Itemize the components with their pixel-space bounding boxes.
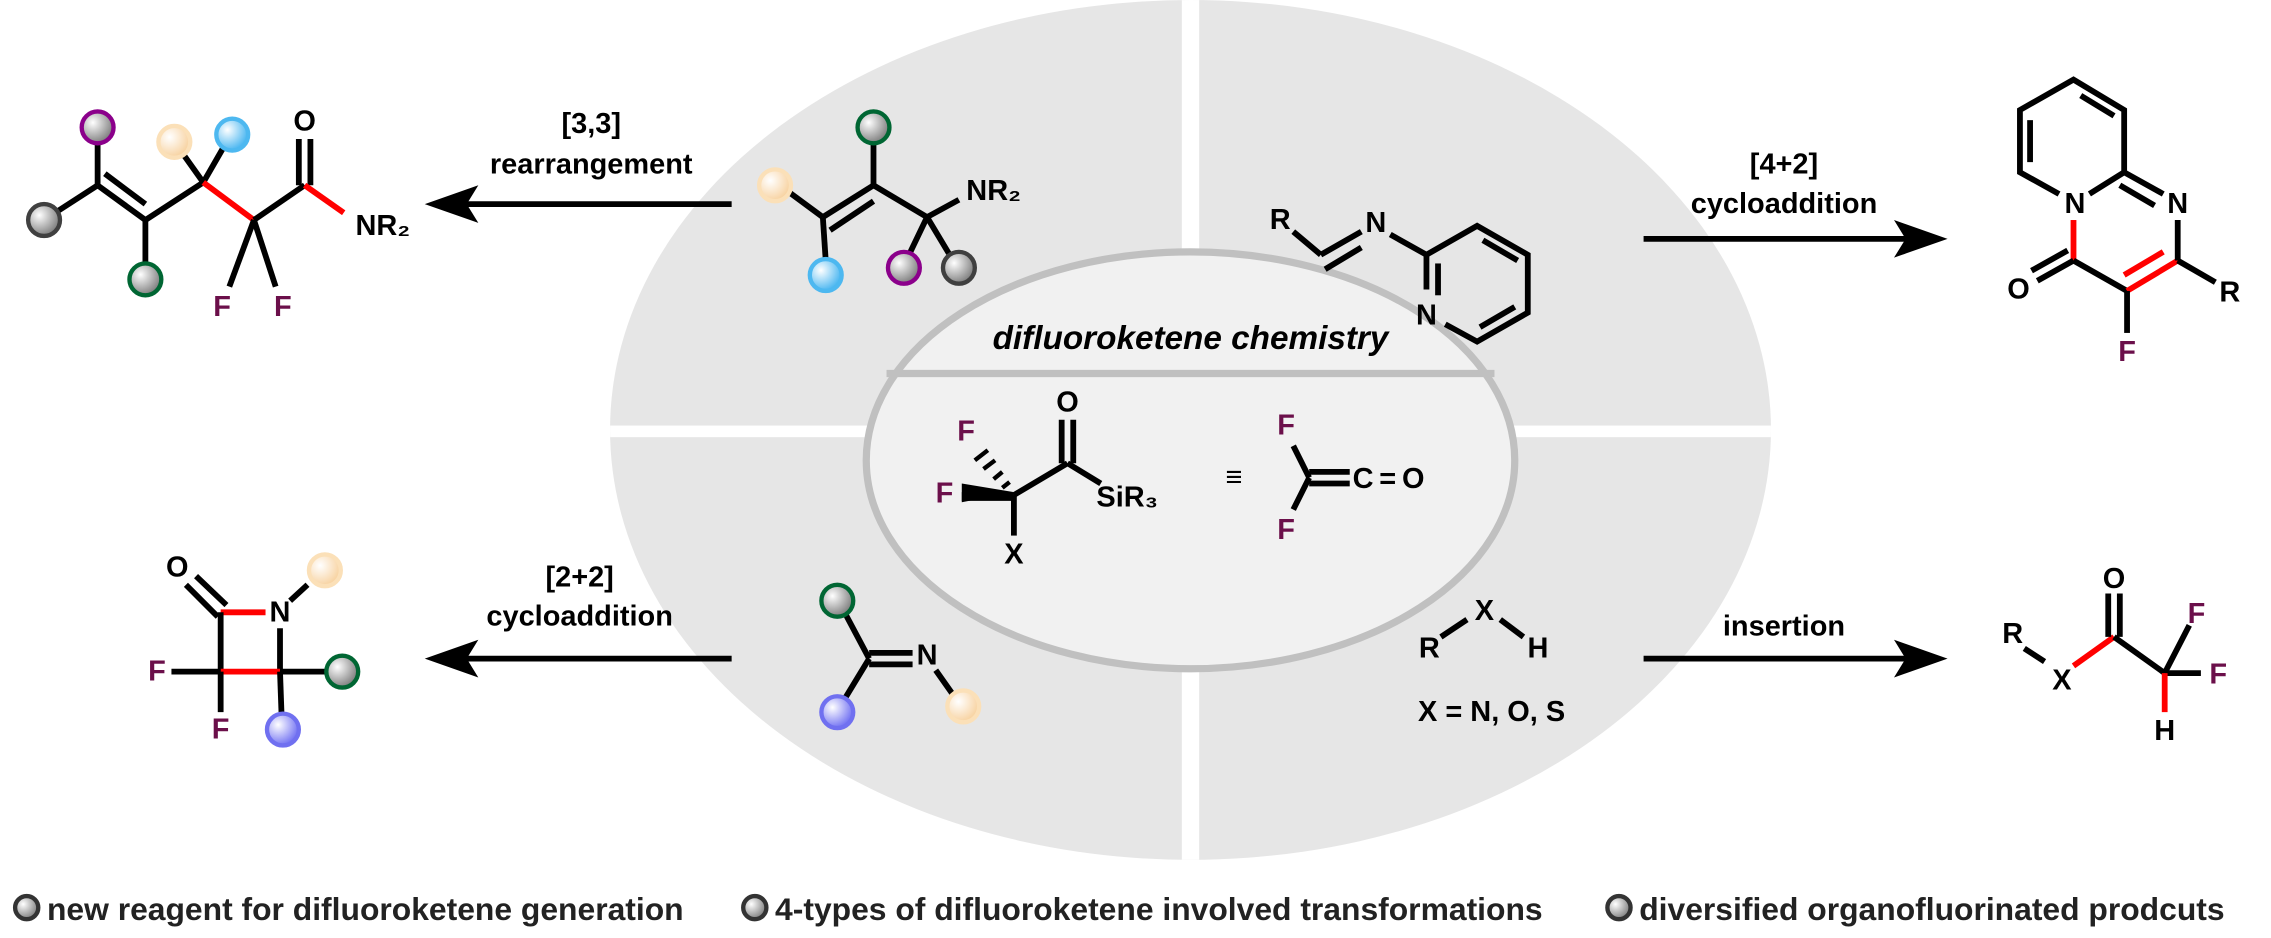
rxh-reactant: R X H X = N, O, S	[1418, 595, 1565, 728]
substituent-ball-blue	[214, 116, 251, 153]
rearrangement-arrow: [3,3] rearrangement	[424, 108, 732, 223]
nitrogen-label: N	[1365, 207, 1386, 239]
substituent-ball-green	[127, 261, 164, 298]
oxygen-label: O	[2007, 274, 2030, 306]
fluorine-label: F	[1277, 410, 1295, 442]
substituent-ball-purple	[885, 249, 922, 286]
substituent-ball-peach	[945, 688, 982, 725]
x-label: X	[1475, 595, 1495, 627]
substituent-ball-purple	[79, 109, 116, 146]
oxygen-label: O	[293, 106, 316, 138]
r-group-label: R	[2002, 618, 2023, 650]
reaction-label: [3,3]	[561, 108, 621, 140]
legend-item: 4-types of difluoroketene involved trans…	[741, 891, 1543, 927]
substituent-ball-dark	[25, 201, 63, 239]
substituent-ball-peach	[156, 123, 193, 160]
nitrogen-label: N	[917, 640, 938, 672]
nitrogen-label: N	[2167, 188, 2188, 220]
substituent-ball-violet	[819, 694, 856, 731]
r-group-label: R	[2219, 276, 2240, 308]
nitrogen-label: N	[270, 596, 291, 628]
cycloaddition-22-arrow: [2+2] cycloaddition	[424, 561, 732, 678]
legend-item: diversified organofluorinated prodcuts	[1605, 891, 2225, 927]
r-group-label: R	[1419, 632, 1440, 664]
substituent-ball-green	[855, 109, 892, 146]
nitrogen-label: N	[1416, 300, 1437, 332]
ketene-co-label: C=O	[1353, 463, 1431, 495]
bullet-icon	[741, 893, 769, 922]
center-ellipse: difluoroketene chemistry	[862, 248, 1519, 673]
hydrogen-label: H	[1527, 632, 1548, 664]
amine-label: NR₂	[355, 210, 410, 242]
cycloaddition-42-arrow: [4+2] cycloaddition	[1643, 149, 1948, 258]
substituent-ball-green	[324, 653, 361, 690]
oxygen-label: O	[2103, 563, 2126, 595]
hydrogen-label: H	[2154, 715, 2175, 747]
fluorine-label: F	[213, 291, 231, 323]
fluorine-label: F	[957, 415, 975, 447]
substituent-ball-blue	[807, 256, 844, 294]
fluorine-label: F	[2188, 598, 2206, 630]
allyl-amine-reactant: NR₂	[756, 109, 1021, 294]
reagent-structure: F F X O SiR₃ ≡ F F C=O	[936, 386, 1431, 570]
reaction-label: cycloaddition	[486, 600, 673, 632]
fluorine-label: F	[212, 714, 230, 746]
substituent-ball-peach	[756, 167, 794, 204]
legend-text: diversified organofluorinated prodcuts	[1639, 891, 2224, 927]
center-title: difluoroketene chemistry	[993, 320, 1390, 357]
legend-text: new reagent for difluoroketene generatio…	[47, 891, 684, 927]
legend: new reagent for difluoroketene generatio…	[12, 891, 2225, 927]
difluoroacetyl-product: R X O F F H	[2002, 563, 2227, 747]
fluorine-label: F	[936, 478, 954, 510]
r-group-label: R	[1270, 204, 1291, 236]
fluorine-label: F	[1277, 514, 1295, 546]
x-label: X	[1004, 538, 1024, 570]
imine-reactant: N	[819, 582, 982, 731]
substituent-ball-green	[819, 582, 856, 619]
fluorine-label: F	[2209, 659, 2227, 691]
fluorine-label: F	[274, 291, 292, 323]
oxygen-label: O	[166, 551, 189, 583]
bullet-icon	[12, 893, 41, 922]
reaction-label: [4+2]	[1750, 149, 1818, 181]
reaction-label: rearrangement	[490, 149, 693, 181]
beta-lactam-product: O N F F	[148, 551, 361, 748]
x-label: X	[2052, 664, 2072, 696]
insertion-arrow: insertion	[1643, 610, 1948, 678]
nitrogen-label: N	[2064, 188, 2085, 220]
reaction-label: [2+2]	[545, 561, 613, 593]
reaction-label: insertion	[1723, 610, 1845, 642]
rearrangement-product: O NR₂ F F	[25, 106, 410, 323]
legend-text: 4-types of difluoroketene involved trans…	[775, 891, 1543, 927]
oxygen-label: O	[1056, 386, 1079, 418]
substituent-ball-dark	[940, 249, 977, 286]
reaction-label: cycloaddition	[1691, 188, 1878, 220]
substituent-ball-violet	[264, 711, 301, 748]
heteroatom-note: X = N, O, S	[1418, 696, 1565, 728]
legend-item: new reagent for difluoroketene generatio…	[12, 891, 684, 927]
fluorine-label: F	[148, 656, 166, 688]
imine-pyridine-reactant: R N N	[1270, 204, 1531, 345]
amine-label: NR₂	[966, 175, 1021, 207]
fluorine-label: F	[2118, 336, 2136, 368]
pyridopyrimidinone-product: N N O F R	[2007, 76, 2240, 368]
silyl-label: SiR₃	[1096, 482, 1158, 514]
substituent-ball-peach	[306, 552, 343, 589]
equivalence-symbol: ≡	[1225, 462, 1242, 494]
bullet-icon	[1605, 893, 1633, 922]
